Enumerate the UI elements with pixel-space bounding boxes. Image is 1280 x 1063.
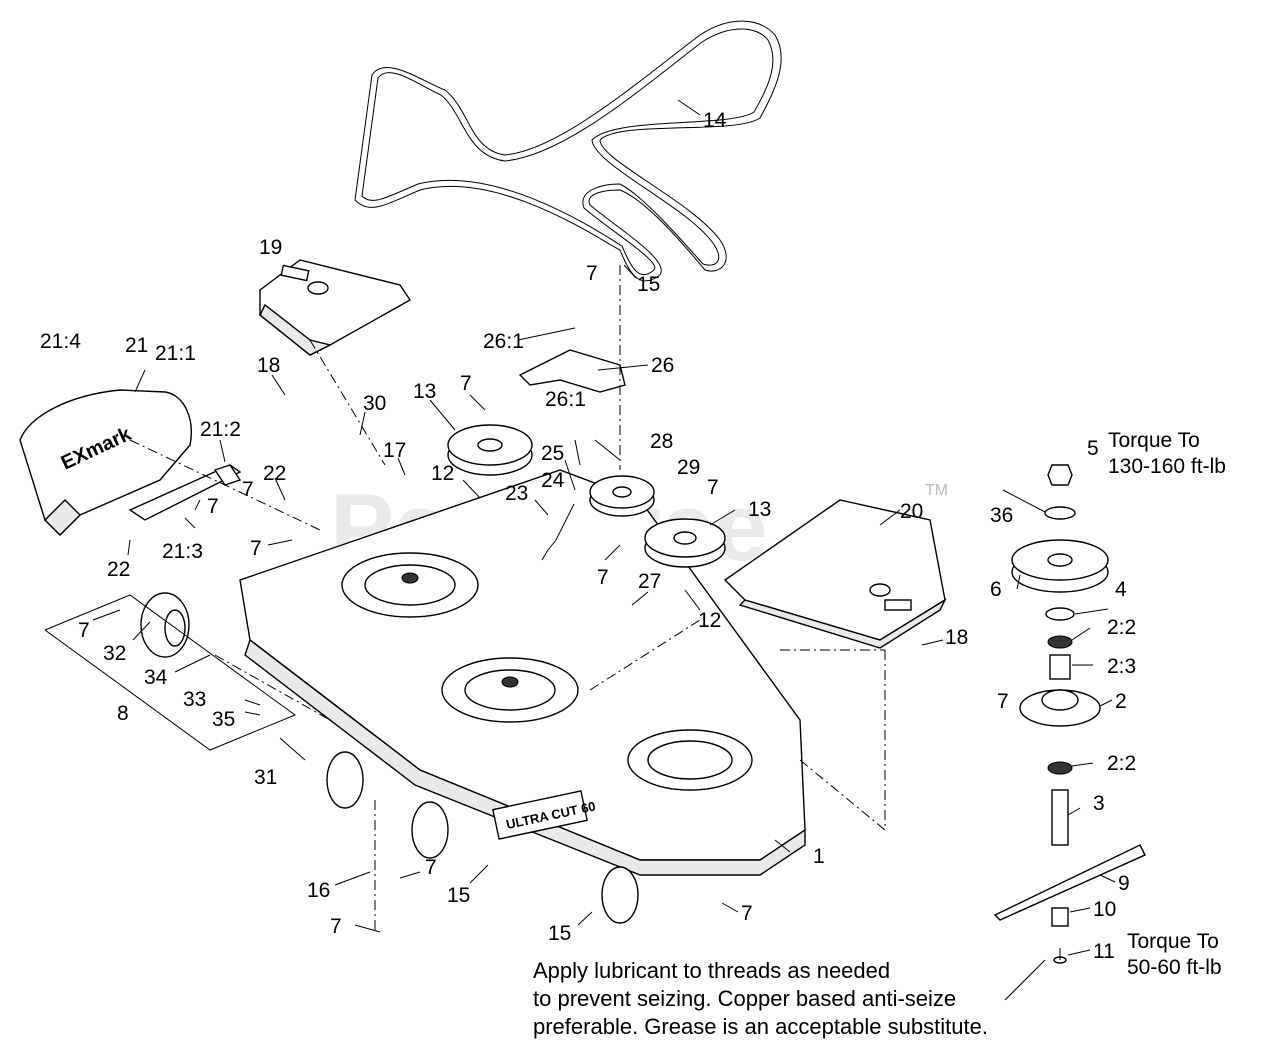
callout-8: 8: [117, 702, 129, 725]
callout-7: 7: [597, 566, 609, 589]
callout-22: 22: [107, 558, 130, 581]
callout-21-3: 21:3: [162, 540, 203, 563]
callout-32: 32: [103, 642, 126, 665]
callout-21-1: 21:1: [155, 342, 196, 365]
spindle-assembly: [993, 464, 1146, 964]
callout-28: 28: [650, 430, 673, 453]
deck-cover-front: EXmark: [19, 389, 192, 536]
callout-23: 23: [505, 482, 528, 505]
callout-16: 16: [307, 879, 330, 902]
note-line3: preferable. Grease is an acceptable subs…: [533, 1014, 988, 1039]
callout-25: 25: [541, 442, 564, 465]
mower-deck: ULTRA CUT 60: [239, 469, 806, 876]
callout-26-1: 26:1: [545, 388, 586, 411]
callout-7: 7: [425, 856, 437, 879]
callout-7: 7: [997, 690, 1009, 713]
callout-18: 18: [257, 354, 280, 377]
torque-note-bottom: Torque To 50-60 ft-lb: [1127, 930, 1222, 979]
callout-2: 2: [1115, 690, 1127, 713]
callout-9: 9: [1118, 872, 1130, 895]
callout-11: 11: [1093, 940, 1115, 963]
callout-14: 14: [703, 109, 727, 132]
anti-scalp-wheels: [326, 751, 639, 924]
callout-29: 29: [677, 456, 700, 479]
idler-pulley-29: [589, 475, 655, 517]
watermark-trademark: TM: [925, 482, 948, 499]
callout-10: 10: [1093, 898, 1116, 921]
callout-34: 34: [144, 666, 168, 689]
torque-bottom-line1: Torque To: [1127, 930, 1219, 953]
callout-7: 7: [707, 476, 719, 499]
callout-7: 7: [741, 902, 753, 925]
callout-21-2: 21:2: [200, 418, 241, 441]
idler-arm: [518, 349, 626, 393]
callout-21-4: 21:4: [40, 330, 81, 353]
callout-26-1: 26:1: [483, 330, 524, 353]
callout-1: 1: [813, 845, 825, 868]
callout-20: 20: [900, 500, 923, 523]
callout-3: 3: [1093, 792, 1105, 815]
belt-cover-left: [259, 259, 412, 356]
lubricant-note: Apply lubricant to threads as needed to …: [533, 958, 988, 1039]
callout-31: 31: [254, 766, 277, 789]
torque-note-top: Torque To 130-160 ft-lb: [1108, 429, 1226, 478]
torque-bottom-line2: 50-60 ft-lb: [1127, 956, 1222, 979]
callout-15: 15: [548, 922, 571, 945]
callout-7: 7: [460, 372, 472, 395]
callout-24: 24: [541, 469, 565, 492]
callout-19: 19: [259, 236, 282, 259]
callout-18: 18: [945, 626, 968, 649]
belt: [354, 20, 782, 282]
callout-13: 13: [748, 498, 771, 521]
callout-15: 15: [447, 884, 470, 907]
callout-26: 26: [651, 354, 674, 377]
callout-5: 5: [1087, 437, 1099, 460]
callout-33: 33: [183, 688, 206, 711]
belt-cover-right: [723, 499, 947, 649]
idler-pulley-13a: [447, 424, 533, 476]
leader-lines: [92, 99, 1116, 1001]
callout-2-2: 2:2: [1107, 752, 1136, 775]
callout-7: 7: [330, 915, 342, 938]
callout-12: 12: [698, 609, 721, 632]
callout-12: 12: [431, 462, 454, 485]
caster-wheel: [140, 592, 190, 658]
callout-35: 35: [212, 708, 235, 731]
callout-4: 4: [1115, 578, 1127, 601]
spring: [541, 503, 575, 561]
callout-7: 7: [250, 537, 262, 560]
callout-13: 13: [413, 380, 436, 403]
callout-7: 7: [242, 478, 254, 501]
callout-7: 7: [207, 495, 219, 518]
callout-2-3: 2:3: [1107, 655, 1136, 678]
callout-2-2: 2:2: [1107, 616, 1136, 639]
callout-7: 7: [586, 262, 598, 285]
callout-21: 21: [125, 334, 148, 357]
callout-27: 27: [638, 570, 661, 593]
cover-bracket: [128, 464, 242, 521]
callout-22: 22: [263, 462, 286, 485]
callout-30: 30: [363, 392, 386, 415]
torque-top-line2: 130-160 ft-lb: [1108, 455, 1226, 478]
note-line2: to prevent seizing. Copper based anti-se…: [533, 986, 956, 1011]
callout-15: 15: [637, 273, 660, 296]
note-line1: Apply lubricant to threads as needed: [533, 958, 890, 983]
callout-7: 7: [78, 619, 90, 642]
idler-pulley-13b: [644, 518, 726, 568]
callout-17: 17: [383, 439, 406, 462]
callout-6: 6: [990, 578, 1002, 601]
torque-top-line1: Torque To: [1108, 429, 1200, 452]
callout-labels: 14 15 7 26:1 26 19 21:4 21 21:1 18 13 7 …: [40, 109, 1136, 963]
callout-36: 36: [990, 504, 1013, 527]
